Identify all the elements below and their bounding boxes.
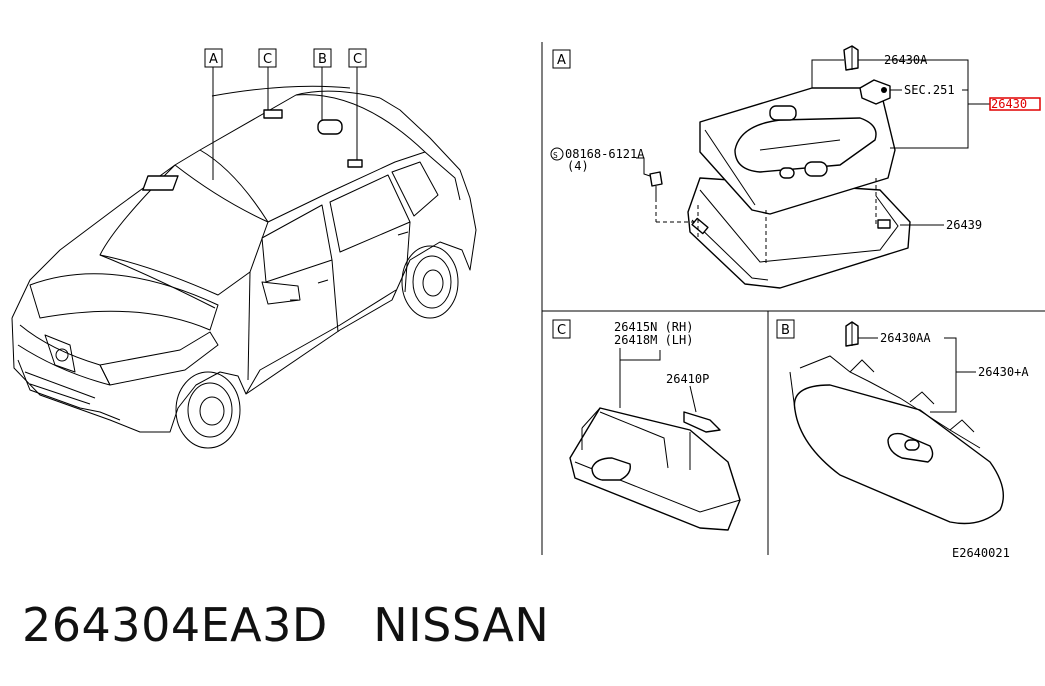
caption-part-number: 264304EA3D — [22, 598, 328, 652]
label-26418M: 26418M (LH) — [614, 333, 693, 347]
label-bolt-qty: (4) — [567, 159, 589, 173]
panel-a-bolt — [649, 171, 877, 265]
label-26430A: 26430A — [884, 53, 928, 67]
label-26430AA: 26430AA — [880, 331, 931, 345]
panel-dividers — [541, 42, 1045, 555]
callout-c-2: C — [348, 48, 367, 68]
callout-b: B — [313, 48, 332, 68]
front-wheel — [175, 371, 241, 449]
panel-b-clip — [845, 321, 859, 347]
label-26415N: 26415N (RH) — [614, 320, 693, 334]
svg-text:C: C — [557, 323, 566, 338]
highlight-box — [989, 97, 1041, 111]
caption-brand: NISSAN — [373, 598, 550, 652]
diagram-code: E2640021 — [952, 546, 1010, 560]
label-bolt-ref: 08168-6121A — [565, 147, 645, 161]
panel-a-leaders — [636, 59, 990, 226]
svg-text:A: A — [557, 53, 566, 68]
label-26439: 26439 — [946, 218, 982, 232]
panel-c-map-lamp — [569, 407, 741, 531]
panel-b-leaders — [858, 337, 976, 413]
panel-b-labels: 26430AA 26430+A — [880, 331, 1029, 379]
panel-a-console — [699, 87, 896, 215]
panel-c-header: C — [552, 319, 571, 339]
rear-wheel — [401, 245, 459, 319]
callout-a: A — [204, 48, 223, 68]
label-sec251: SEC.251 — [904, 83, 955, 97]
vehicle-lamp-markers — [142, 109, 363, 191]
callout-leaders — [212, 67, 358, 180]
svg-text:C: C — [263, 52, 272, 67]
bolt-s-icon — [550, 147, 564, 161]
panel-a-clip — [843, 45, 859, 71]
svg-text:A: A — [209, 52, 218, 67]
panel-b-room-lamp — [789, 355, 1004, 525]
label-26410P: 26410P — [666, 372, 709, 386]
svg-text:B: B — [781, 323, 790, 338]
svg-text:S: S — [553, 151, 558, 160]
panel-c-labels: 26415N (RH) 26418M (LH) 26410P — [614, 320, 709, 386]
part-caption: 264304EA3D NISSAN — [22, 598, 549, 652]
label-26430-highlight: 26430 — [991, 97, 1027, 111]
panel-c-leaders — [619, 348, 697, 413]
svg-text:C: C — [353, 52, 362, 67]
label-26430A-plus: 26430+A — [978, 365, 1029, 379]
vehicle-outline — [11, 85, 477, 433]
panel-a-labels: 26430A SEC.251 26430 26439 S 08168-6121A… — [550, 53, 1041, 232]
svg-text:B: B — [318, 52, 327, 67]
panel-a-header: A — [552, 49, 571, 69]
panel-a-connector — [859, 79, 891, 105]
panel-b-header: B — [776, 319, 795, 339]
callout-c: C — [258, 48, 277, 68]
